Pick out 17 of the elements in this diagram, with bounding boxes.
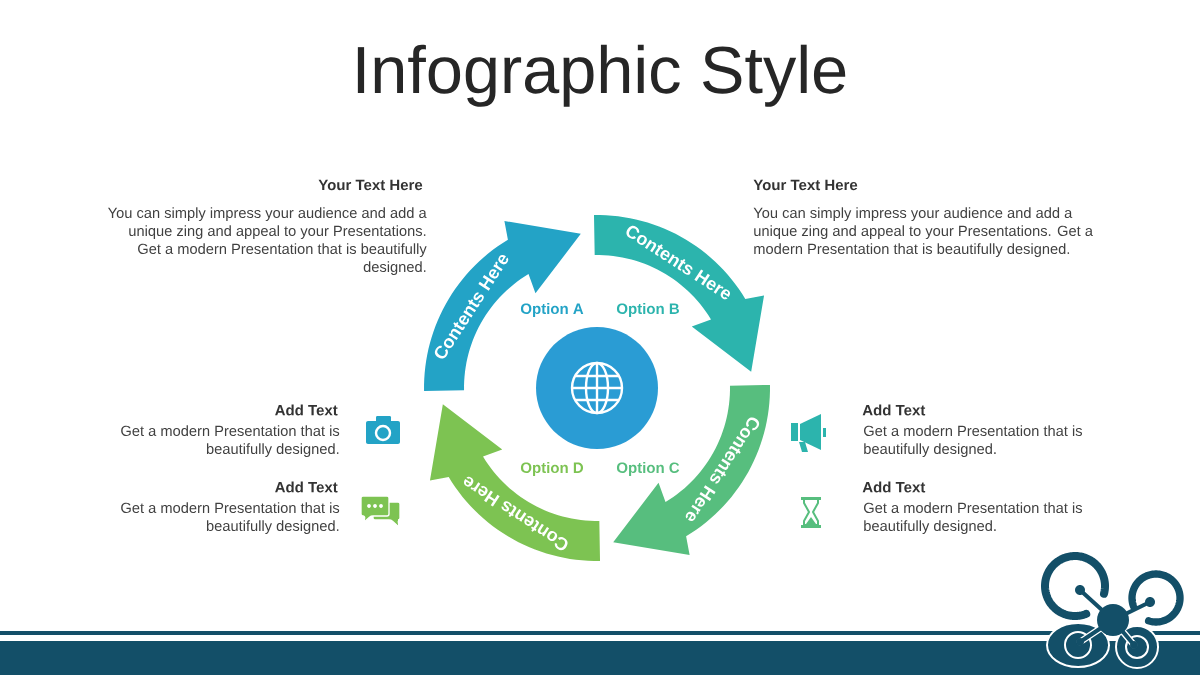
body-text: Get a modern Presentation that is beautifully designed. bbox=[864, 425, 1082, 457]
heading: Add Text bbox=[862, 404, 926, 416]
heading: Add Text bbox=[275, 481, 338, 493]
center-circle bbox=[536, 327, 658, 449]
option-label: Option B bbox=[616, 303, 679, 317]
option-label: Option A bbox=[520, 303, 584, 317]
body-text: Get a modern Presentation that is beautifully designed. bbox=[864, 502, 1082, 534]
heading: Your Text Here bbox=[318, 179, 423, 191]
heading: Add Text bbox=[862, 481, 926, 493]
heading: Add Text bbox=[275, 404, 338, 416]
option-label: Option C bbox=[616, 462, 680, 476]
heading: Your Text Here bbox=[753, 179, 858, 191]
body-text: Get a modern Presentation that is beautifully designed. bbox=[121, 425, 340, 457]
title: Infographic Style bbox=[357, 44, 846, 107]
option-label: Option D bbox=[520, 462, 584, 476]
body-text: Get a modern Presentation that is beautifully designed. bbox=[121, 502, 340, 534]
body-text: You can simply impress your audience and add a unique zing and appeal to your Presentations. Get a modern Presentation that is beautifully designed. bbox=[108, 207, 427, 275]
